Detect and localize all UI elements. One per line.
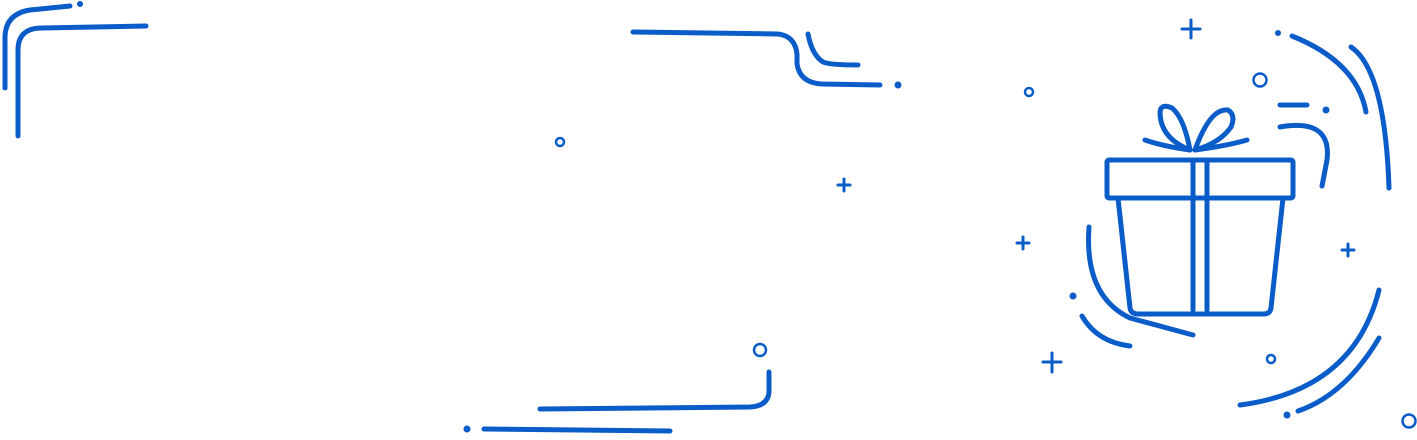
dot-bottom-right bbox=[1283, 411, 1291, 419]
dot-left-arc bbox=[1069, 292, 1077, 300]
gift-icon bbox=[1104, 103, 1296, 317]
ring-top-right bbox=[1252, 72, 1268, 88]
sparkles-right bbox=[1015, 18, 1417, 429]
swoosh-top-end-dot bbox=[894, 81, 902, 89]
arc-hook-right bbox=[1277, 122, 1330, 189]
arc-left-lower bbox=[1079, 313, 1133, 349]
ring-bottom-middle bbox=[1265, 353, 1277, 365]
swoosh-top-center bbox=[630, 29, 902, 89]
small-ring-center bbox=[554, 136, 566, 148]
gift-bow-left-tail bbox=[1142, 137, 1193, 153]
gift-bow-left-loop bbox=[1157, 103, 1193, 153]
gift-box bbox=[1115, 195, 1286, 317]
arc-bottom-right-inner bbox=[1295, 335, 1382, 414]
swoosh-top-inner bbox=[805, 31, 861, 68]
plus-mark-center bbox=[836, 177, 852, 193]
gift-bow-right-tail bbox=[1192, 137, 1250, 153]
bracket-dot bbox=[77, 1, 83, 7]
bracket-inner-line bbox=[15, 23, 149, 139]
arc-top-right-inner bbox=[1289, 33, 1369, 115]
gift-bow-right-loop bbox=[1192, 107, 1236, 153]
arc-left-vertical bbox=[1086, 224, 1196, 338]
ring-bottom-center bbox=[752, 342, 768, 358]
bracket-outer-line bbox=[2, 3, 73, 91]
swoosh-bottom-hook bbox=[537, 369, 772, 412]
swoosh-bottom-line bbox=[481, 426, 673, 434]
arc-short-dot bbox=[1322, 106, 1330, 114]
swoosh-top-main bbox=[630, 29, 883, 88]
swoosh-bottom-dot bbox=[463, 425, 471, 433]
arcs-around-gift bbox=[1079, 33, 1392, 414]
plus-mark-bottom-left bbox=[1041, 351, 1063, 374]
corner-bracket-top-left bbox=[2, 1, 149, 139]
swoosh-bottom-center bbox=[463, 342, 772, 434]
plus-mark-top bbox=[1180, 18, 1202, 40]
arc-top-right-outer bbox=[1348, 44, 1392, 191]
gift-lid bbox=[1104, 157, 1296, 201]
plus-mark-right bbox=[1340, 242, 1356, 258]
ring-left-top bbox=[1023, 86, 1035, 98]
dot-top-right bbox=[1275, 30, 1281, 36]
ring-bottom-right bbox=[1401, 413, 1417, 429]
plus-mark-left bbox=[1015, 235, 1031, 251]
scatter-center bbox=[554, 136, 852, 193]
arc-bottom-right-outer bbox=[1237, 287, 1382, 408]
